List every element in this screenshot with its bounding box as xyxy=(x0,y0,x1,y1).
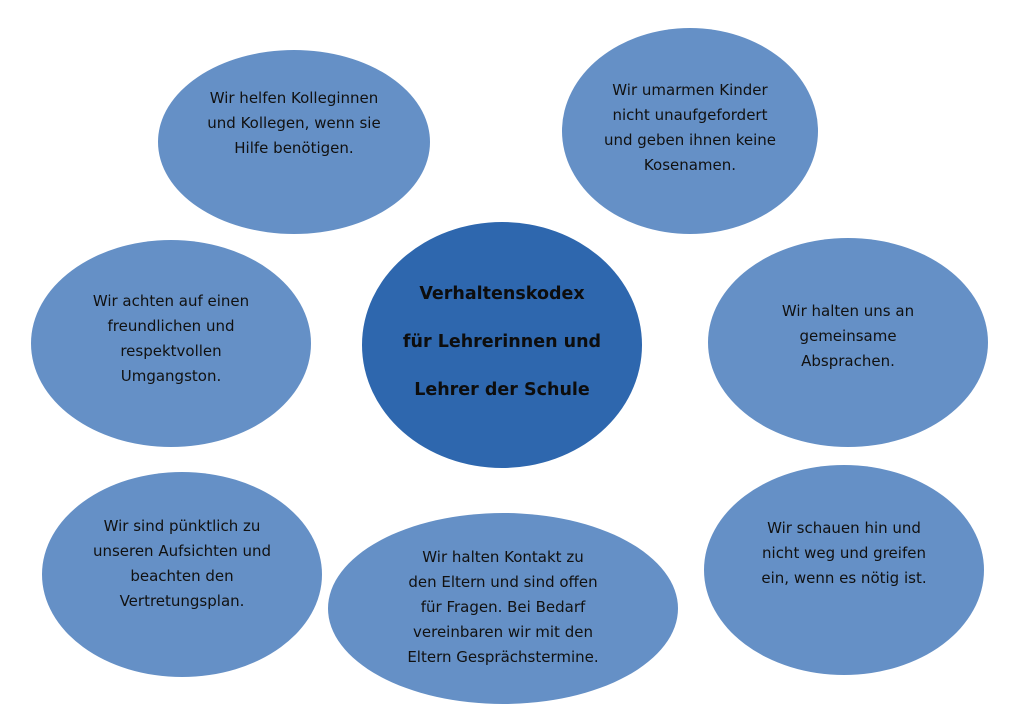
node-intervene-when-needed: Wir schauen hin und nicht weg und greife… xyxy=(704,465,984,675)
node-text: Wir umarmen Kinder nicht unaufgefordert … xyxy=(603,81,777,174)
node-respectful-tone: Wir achten auf einen freundlichen und re… xyxy=(31,240,311,447)
node-center-title: Verhaltenskodex für Lehrerinnen und Lehr… xyxy=(362,222,642,468)
node-text: Wir schauen hin und nicht weg und greife… xyxy=(761,518,927,587)
node-shared-agreements: Wir halten uns an gemeinsame Absprachen. xyxy=(708,238,988,447)
node-text: Wir halten uns an gemeinsame Absprachen. xyxy=(781,302,915,370)
node-helping-colleagues: Wir helfen Kolleginnen und Kollegen, wen… xyxy=(158,50,430,234)
node-parent-contact: Wir halten Kontakt zu den Eltern und sin… xyxy=(328,513,678,704)
node-text: Wir achten auf einen freundlichen und re… xyxy=(92,291,250,385)
node-text: Wir sind pünktlich zu unseren Aufsichten… xyxy=(92,516,272,610)
node-text: Wir helfen Kolleginnen und Kollegen, wen… xyxy=(207,88,381,157)
center-title: Verhaltenskodex für Lehrerinnen und Lehr… xyxy=(402,284,602,400)
node-no-hugging-children: Wir umarmen Kinder nicht unaufgefordert … xyxy=(562,28,818,234)
node-text: Wir halten Kontakt zu den Eltern und sin… xyxy=(407,548,599,666)
node-punctual-supervision: Wir sind pünktlich zu unseren Aufsichten… xyxy=(42,472,322,677)
